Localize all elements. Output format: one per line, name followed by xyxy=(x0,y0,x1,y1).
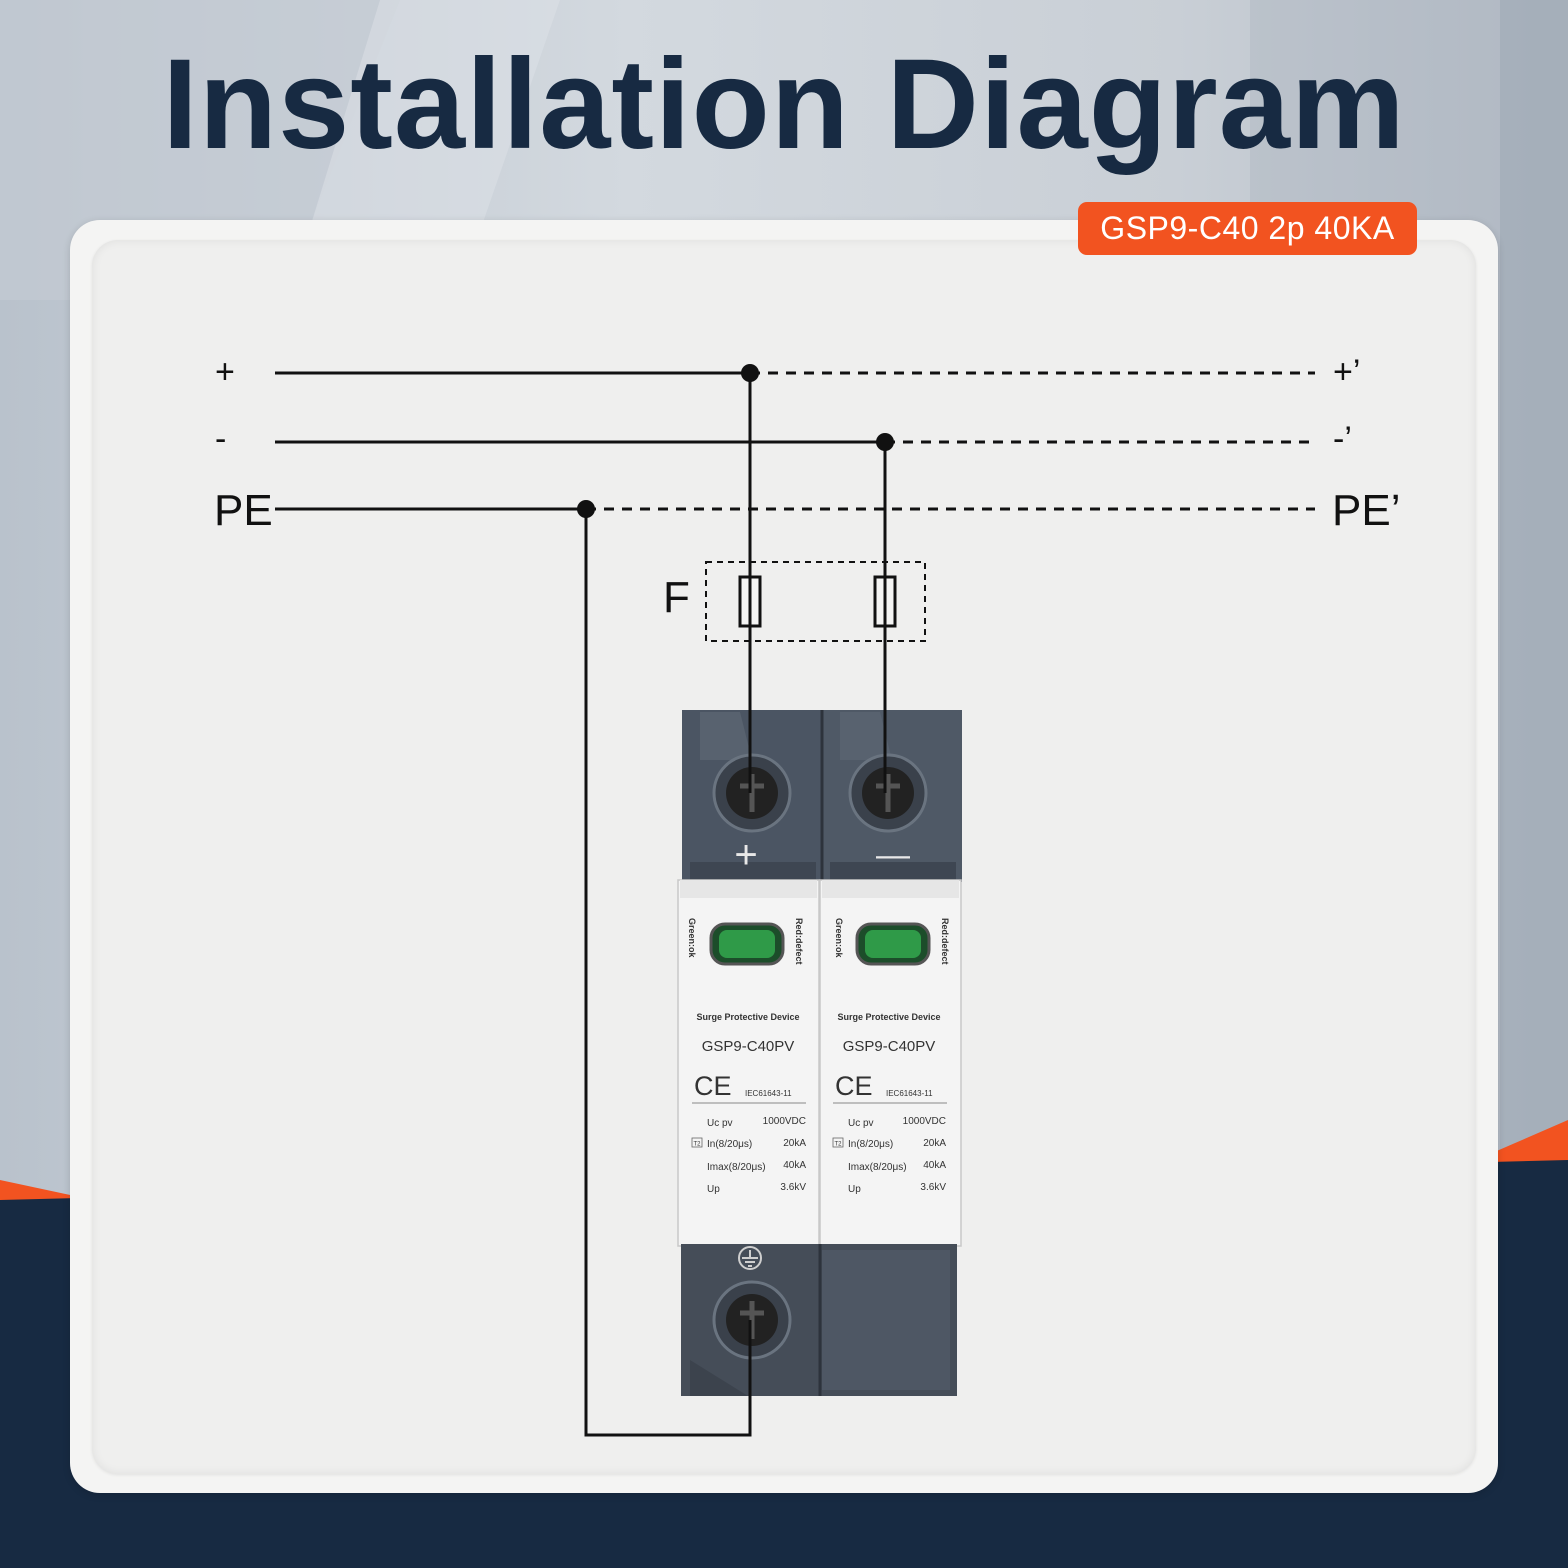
module-plus-spec-value: 20kA xyxy=(783,1138,806,1149)
module-plus-defect-label: Red:defect xyxy=(794,918,804,965)
module-minus-spec-label: Up xyxy=(848,1184,861,1195)
module-plus-spec-label: Imax(8/20μs) xyxy=(707,1162,766,1173)
terminal-plus-symbol: + xyxy=(734,833,757,877)
module-plus-spec-value: 1000VDC xyxy=(763,1116,806,1127)
module-minus-spec-label: In(8/20μs) xyxy=(848,1139,893,1150)
module-minus-model: GSP9-C40PV xyxy=(843,1038,936,1055)
fuse-box xyxy=(705,561,926,642)
module-plus-spec-label: In(8/20μs) xyxy=(707,1139,752,1150)
label-minus-in: - xyxy=(215,420,226,458)
module-plus-type-badge: T2 xyxy=(694,1142,702,1148)
pe-wire xyxy=(584,509,752,1437)
terminal-minus-symbol: — xyxy=(876,836,910,874)
label-pe-in: PE xyxy=(214,486,273,535)
module-plus-model: GSP9-C40PV xyxy=(702,1038,795,1055)
module-minus-standard: IEC61643-11 xyxy=(886,1089,933,1098)
module-plus-spec-label: Uc pv xyxy=(707,1118,733,1129)
module-minus-spec-value: 20kA xyxy=(923,1138,946,1149)
page-title: Installation Diagram xyxy=(162,33,1406,176)
module-plus-spec-label: Up xyxy=(707,1184,720,1195)
module-minus-spec-value: 40kA xyxy=(923,1160,946,1171)
junction-plus xyxy=(741,364,759,382)
label-plus-in: + xyxy=(215,353,235,391)
label-plus-out: +’ xyxy=(1333,353,1360,391)
junction-pe xyxy=(577,500,595,518)
label-pe-out: PE’ xyxy=(1332,486,1400,535)
junction-minus xyxy=(876,433,894,451)
module-plus-ce-mark: CE xyxy=(694,1071,732,1101)
module-minus-ok-label: Green:ok xyxy=(834,918,844,959)
module-plus-ok-label: Green:ok xyxy=(687,918,697,959)
module-minus-spec-label: Uc pv xyxy=(848,1118,874,1129)
surge-protective-device: + — Green:ok Red:defect Green:ok Red:def… xyxy=(677,710,962,1396)
module-plus-standard: IEC61643-11 xyxy=(745,1089,792,1098)
fuse-label: F xyxy=(663,573,690,622)
module-minus-ce-mark: CE xyxy=(835,1071,873,1101)
module-minus-heading: Surge Protective Device xyxy=(837,1012,940,1022)
model-badge: GSP9-C40 2p 40KA xyxy=(1078,202,1417,255)
module-plus-heading: Surge Protective Device xyxy=(696,1012,799,1022)
module-minus-defect-label: Red:defect xyxy=(940,918,950,965)
module-plus-spec-value: 3.6kV xyxy=(780,1182,806,1193)
module-minus-spec-label: Imax(8/20μs) xyxy=(848,1162,907,1173)
label-minus-out: -’ xyxy=(1333,420,1352,458)
ground-icon xyxy=(738,1246,762,1270)
module-minus-spec-value: 1000VDC xyxy=(903,1116,946,1127)
module-plus-spec-value: 40kA xyxy=(783,1160,806,1171)
module-minus-type-badge: T2 xyxy=(835,1142,843,1148)
module-minus-spec-value: 3.6kV xyxy=(920,1182,946,1193)
